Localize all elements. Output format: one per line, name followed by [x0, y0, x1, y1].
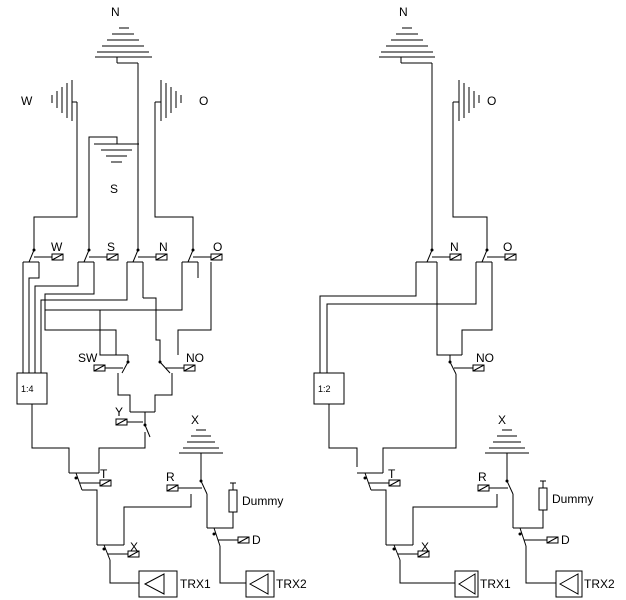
label-antenna-x-right: X [498, 413, 506, 427]
antenna-east [155, 80, 182, 121]
switch-no-right [382, 354, 485, 467]
label-antenna-east-right: O [487, 94, 496, 108]
trx1 [138, 570, 178, 598]
antenna-south [94, 143, 139, 163]
antenna-north [95, 27, 152, 64]
switch-o-right [476, 248, 517, 263]
label-antenna-west: W [21, 94, 33, 108]
antenna-x [179, 429, 223, 481]
label-switch-n-right: N [450, 240, 459, 254]
switch-o [182, 248, 223, 263]
label-switch-n: N [159, 240, 168, 254]
label-antenna-south: S [110, 182, 118, 196]
label-trx2-right: TRX2 [584, 577, 615, 591]
label-switch-o-right: O [503, 240, 512, 254]
label-switch-o: O [213, 240, 222, 254]
label-antenna-north: N [111, 5, 120, 19]
label-splitter-right: 1:2 [318, 384, 331, 394]
label-trx1: TRX1 [180, 577, 211, 591]
label-antenna-x: X [191, 413, 199, 427]
antenna-west [51, 80, 77, 121]
label-switch-no-right: NO [476, 351, 494, 365]
label-antenna-east: O [199, 94, 208, 108]
splitter-1-2 [313, 372, 345, 405]
switch-output-wiring-right [319, 262, 493, 373]
label-switch-d: D [252, 533, 261, 547]
switch-n [127, 248, 168, 263]
switch-x-right [386, 544, 455, 584]
label-switch-y: Y [115, 405, 123, 419]
switch-r-right [412, 479, 514, 545]
dummy-load [218, 482, 238, 529]
label-trx1-right: TRX1 [480, 577, 511, 591]
feed-east-right [452, 102, 488, 250]
switch-y [98, 411, 155, 467]
switch-d [207, 527, 250, 584]
label-switch-r-right: R [478, 470, 487, 484]
switch-output-wiring [22, 262, 212, 373]
dummy-load-right [523, 480, 548, 529]
switch-d-right [513, 527, 559, 584]
splitter-to-t-right [328, 404, 358, 467]
switch-r [123, 479, 208, 545]
label-splitter: 1:4 [21, 384, 34, 394]
switch-t-right [357, 467, 401, 545]
switch-x [97, 544, 140, 584]
antenna-x-right [485, 429, 529, 481]
label-antenna-north-right: N [399, 5, 408, 19]
label-switch-t: T [100, 467, 108, 481]
label-switch-x-right: X [421, 540, 429, 554]
label-switch-d-right: D [561, 533, 570, 547]
label-switch-s: S [107, 240, 115, 254]
label-switch-r: R [166, 470, 175, 484]
switch-sw [93, 355, 131, 412]
label-switch-no: NO [186, 351, 204, 365]
switch-w [23, 248, 64, 263]
right-schematic: N O N O 1:2 [313, 5, 615, 598]
feed-south [88, 136, 118, 250]
switch-t [68, 467, 112, 545]
label-dummy: Dummy [242, 494, 283, 508]
antenna-north-right [379, 27, 435, 64]
label-switch-w: W [51, 240, 63, 254]
label-switch-t-right: T [388, 467, 396, 481]
switch-n-right [416, 248, 462, 263]
label-trx2: TRX2 [276, 577, 307, 591]
switch-s [78, 248, 119, 263]
splitter-to-t [31, 404, 70, 467]
label-switch-sw: SW [78, 351, 98, 365]
trx2-right [555, 570, 583, 598]
left-schematic: N W O S [16, 5, 307, 598]
trx2 [245, 570, 275, 598]
feed-east [154, 102, 194, 250]
trx1-right [454, 570, 479, 598]
antenna-east-right [453, 80, 480, 121]
feed-west [33, 102, 78, 250]
switch-no [154, 355, 196, 412]
label-dummy-right: Dummy [552, 492, 593, 506]
label-switch-x: X [130, 540, 138, 554]
